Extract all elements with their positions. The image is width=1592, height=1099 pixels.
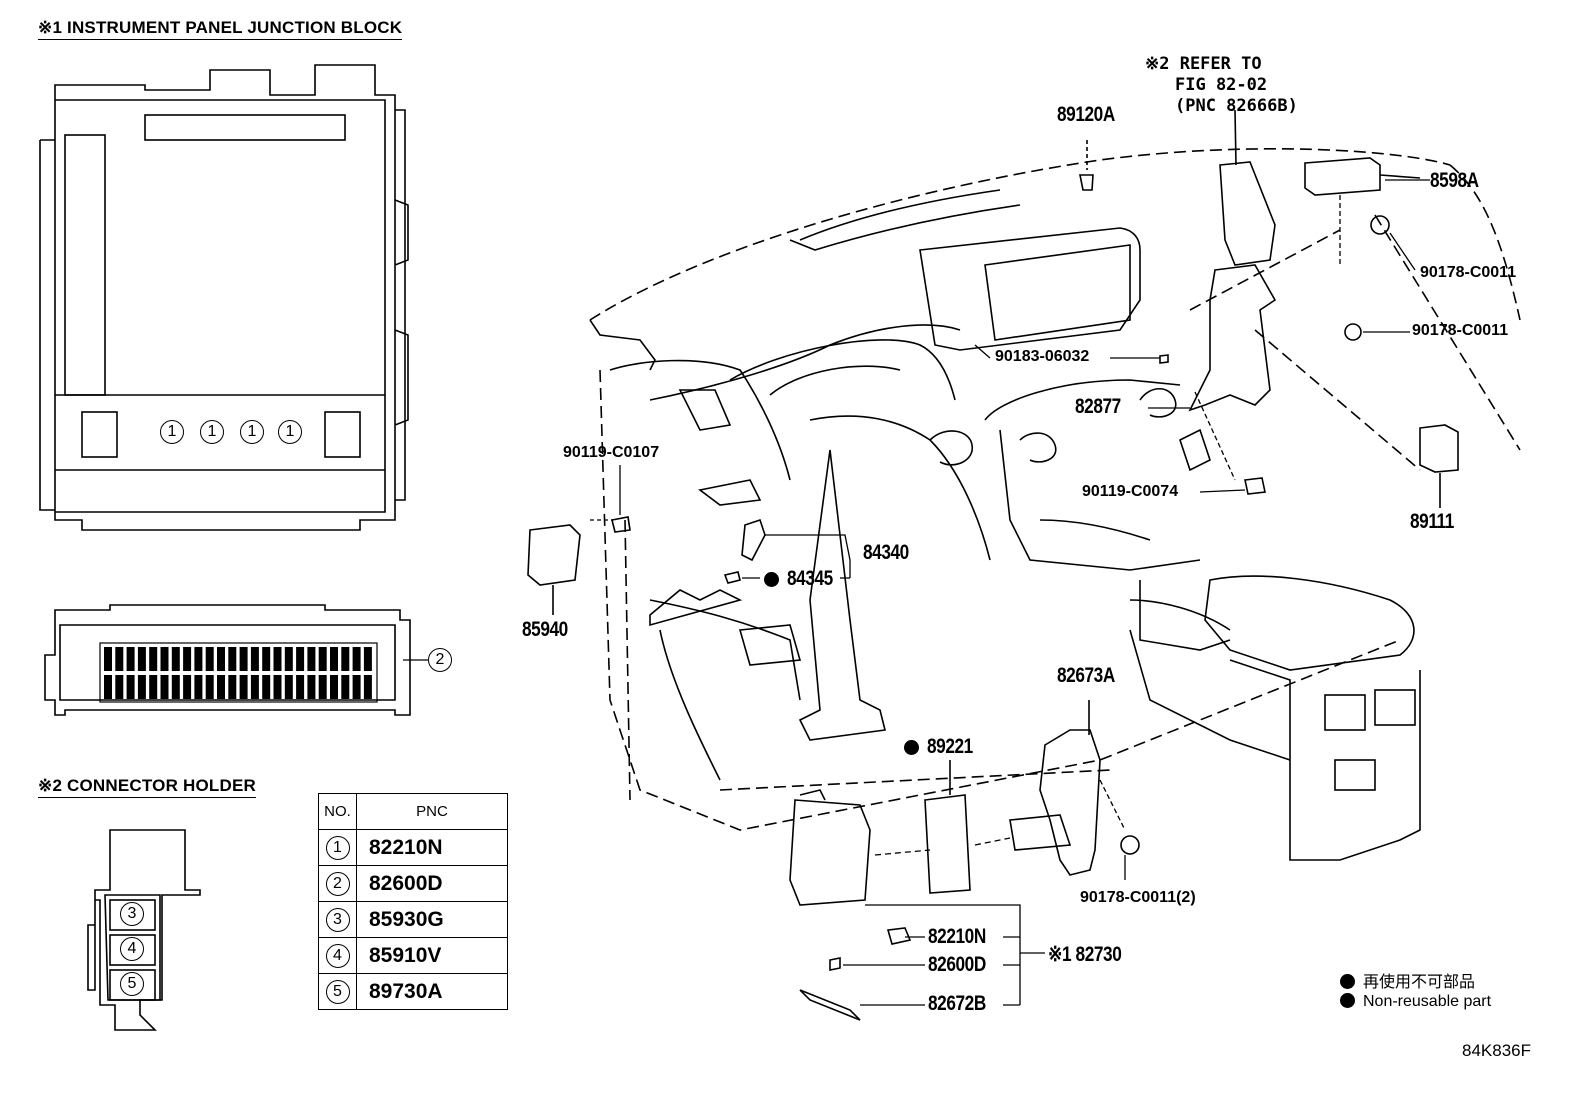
row-number: 2 xyxy=(325,871,350,896)
dashboard-lines xyxy=(589,189,1421,861)
table-header-pnc: PNC xyxy=(356,793,508,830)
legend-jp: 再使用不可部品 xyxy=(1340,968,1475,992)
part-89120A-drawing xyxy=(1079,140,1094,191)
non-reusable-dot-icon xyxy=(764,572,779,587)
junction-mark-1b: 1 xyxy=(200,420,224,444)
connector-pin-grid xyxy=(104,647,372,699)
label-82672B: 82672B xyxy=(928,992,986,1015)
row-number: 4 xyxy=(325,943,350,968)
dashboard-outline xyxy=(589,148,1521,831)
row-pnc: 89730A xyxy=(356,973,508,1010)
legend-dot-icon xyxy=(1340,974,1355,989)
label-90119-C0074: 90119-C0074 xyxy=(1082,483,1179,500)
label-89221-group: 89221 xyxy=(904,735,983,759)
label-82600D: 82600D xyxy=(928,953,986,976)
legend-dot-icon xyxy=(1340,993,1355,1008)
label-82877: 82877 xyxy=(1075,395,1121,418)
table-row: 2 82600D xyxy=(318,865,508,902)
label-84345: 84345 xyxy=(787,567,833,590)
connector-holder-bracket-drawing xyxy=(1188,109,1277,412)
legend-en: Non-reusable part xyxy=(1340,993,1491,1011)
table-row: 3 85930G xyxy=(318,901,508,938)
row-pnc: 85910V xyxy=(356,937,508,974)
row-pnc: 85930G xyxy=(356,901,508,938)
row-pnc: 82600D xyxy=(356,865,508,902)
table-row: 5 89730A xyxy=(318,973,508,1010)
label-82210N: 82210N xyxy=(928,925,986,948)
label-90178-C0011-a: 90178-C0011 xyxy=(1420,264,1517,281)
connector-holder-title: ※2 CONNECTOR HOLDER xyxy=(38,776,256,798)
legend-en-text: Non-reusable part xyxy=(1363,993,1492,1010)
refer-note-line-1: ※2 REFER TO xyxy=(1145,54,1262,74)
table-header-no: NO. xyxy=(318,793,357,830)
holder-mark-3: 3 xyxy=(120,902,144,926)
table-row: 1 82210N xyxy=(318,829,508,866)
junction-block-connector-drawing xyxy=(44,604,411,716)
part-89111-drawing xyxy=(1419,424,1459,508)
label-90178-C0011-2: 90178-C0011(2) xyxy=(1080,889,1196,906)
junction-mark-2: 2 xyxy=(428,648,452,672)
part-85940-drawing xyxy=(527,524,581,615)
connector-holder-drawing xyxy=(87,829,201,1031)
row-number: 1 xyxy=(325,835,350,860)
table-row: 4 85910V xyxy=(318,937,508,974)
leader-lines xyxy=(403,179,1430,1006)
display-screen-drawing xyxy=(919,227,1141,351)
holder-mark-4: 4 xyxy=(120,937,144,961)
label-90178-C0011-b: 90178-C0011 xyxy=(1412,322,1509,339)
table-header-row: NO. PNC xyxy=(318,793,508,830)
label-89120A: 89120A xyxy=(1057,103,1115,126)
label-84345-group: 84345 xyxy=(764,567,843,591)
label-89221: 89221 xyxy=(927,735,973,758)
label-82673A: 82673A xyxy=(1057,664,1115,687)
part-84340-drawing xyxy=(723,518,766,584)
label-90119-C0107: 90119-C0107 xyxy=(563,444,660,461)
junction-block-drawing xyxy=(39,64,409,531)
label-90183-06032: 90183-06032 xyxy=(995,348,1090,365)
part-82730-drawing xyxy=(789,789,871,906)
junction-mark-1c: 1 xyxy=(240,420,264,444)
junction-block-title: ※1 INSTRUMENT PANEL JUNCTION BLOCK xyxy=(38,18,403,40)
label-89111: 89111 xyxy=(1410,510,1454,533)
legend-jp-text: 再使用不可部品 xyxy=(1363,974,1476,991)
label-82730: ※1 82730 xyxy=(1048,943,1122,966)
part-8598A-drawing xyxy=(1304,157,1421,196)
non-reusable-dot-icon xyxy=(904,740,919,755)
small-parts-drawings xyxy=(611,215,1390,1021)
label-85940: 85940 xyxy=(522,618,568,641)
junction-mark-1d: 1 xyxy=(278,420,302,444)
part-89221-drawing xyxy=(924,760,971,894)
holder-mark-5: 5 xyxy=(120,972,144,996)
row-pnc: 82210N xyxy=(356,829,508,866)
junction-mark-1a: 1 xyxy=(160,420,184,444)
pnc-table: NO. PNC 1 82210N 2 82600D 3 85930G 4 859… xyxy=(318,793,508,1010)
refer-note-line-3: (PNC 82666B) xyxy=(1175,96,1298,116)
refer-note-line-2: FIG 82-02 xyxy=(1175,75,1268,95)
row-number: 5 xyxy=(325,979,350,1004)
figure-id: 84K836F xyxy=(1462,1041,1531,1060)
label-84340: 84340 xyxy=(863,541,909,564)
row-number: 3 xyxy=(325,907,350,932)
part-82673A-drawing xyxy=(1009,700,1101,876)
label-8598A: 8598A xyxy=(1430,169,1479,192)
